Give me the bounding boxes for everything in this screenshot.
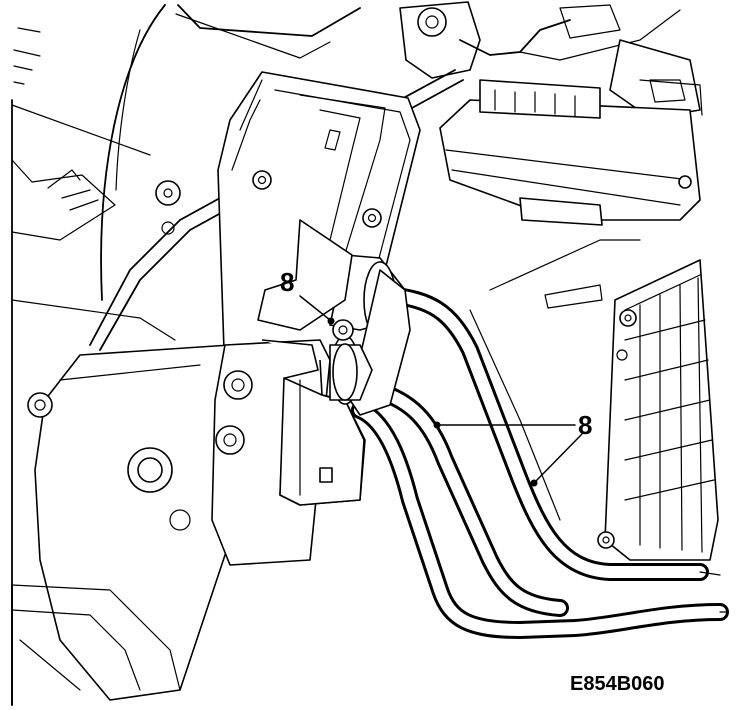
figure-code: E854B060 <box>570 673 665 695</box>
leader-line-upper <box>299 295 331 321</box>
rear-housing <box>100 4 361 301</box>
leader-dot-right-1 <box>433 421 441 429</box>
heater-hoses <box>351 286 729 639</box>
leader-line-right-2 <box>534 433 583 483</box>
blower-unit <box>439 79 703 226</box>
callout-leaders <box>299 295 583 487</box>
callout-label-right: 8 <box>578 410 592 440</box>
lower-housing <box>11 344 261 706</box>
callout-label-upper: 8 <box>280 267 294 297</box>
leader-dot-upper <box>327 317 335 325</box>
heat-exchanger <box>469 239 719 561</box>
hose-connectors <box>257 219 411 416</box>
leader-dot-right-2 <box>530 479 538 487</box>
top-bracket <box>399 1 701 119</box>
